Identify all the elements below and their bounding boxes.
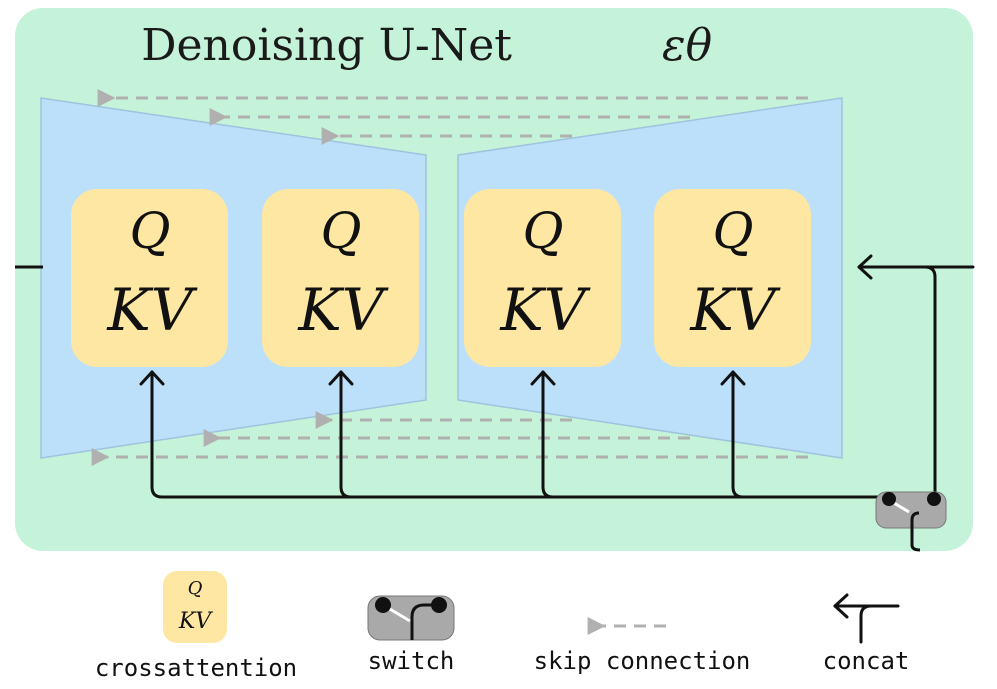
attention-q-label: Q: [523, 202, 564, 260]
attention-q-label: Q: [321, 202, 362, 260]
legend-skip-connection: skip connection: [534, 617, 751, 675]
attention-q-label: Q: [713, 202, 754, 260]
decoder-trapezoid: [457, 97, 843, 459]
attention-q-label: Q: [130, 202, 171, 260]
legend-switch-label: switch: [368, 647, 455, 675]
legend-skip-connection-label: skip connection: [534, 647, 751, 675]
attention-kv-label: KV: [689, 276, 780, 344]
svg-text:Q: Q: [188, 578, 203, 599]
title-symbol: εθ: [662, 20, 712, 71]
legend-concat-label: concat: [823, 647, 910, 675]
attention-block-2: Q KV: [262, 189, 419, 367]
conditioning-lines: [139, 370, 892, 499]
concat-input: [857, 254, 975, 499]
attention-block-4: Q KV: [654, 189, 811, 367]
attention-kv-label: KV: [297, 276, 388, 344]
diagram-title: Denoising U-Net: [141, 20, 512, 71]
svg-text:KV: KV: [178, 609, 213, 634]
encoder-trapezoid: [40, 97, 427, 459]
skip-connections-top: [97, 89, 808, 145]
attention-kv-label: KV: [499, 276, 590, 344]
legend-crossattention: Q KV crossattention: [95, 571, 297, 682]
attention-block-3: Q KV: [464, 189, 621, 367]
attention-kv-label: KV: [106, 276, 197, 344]
diagram-switch: [875, 491, 947, 552]
attention-block-1: Q KV: [71, 189, 228, 367]
legend-crossattention-label: crossattention: [95, 654, 297, 682]
skip-connections-bottom: [91, 411, 808, 466]
legend-switch: switch: [367, 595, 455, 675]
legend-attention-icon: [163, 571, 227, 643]
legend-concat: [833, 593, 900, 644]
